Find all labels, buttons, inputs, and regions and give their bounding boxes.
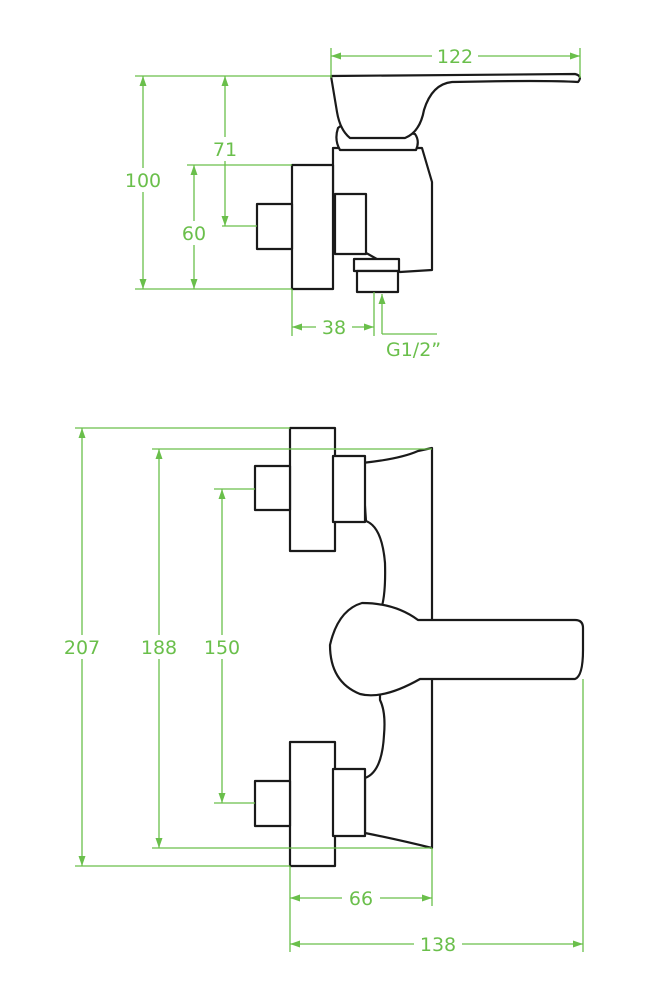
dim-text-outer-height: 207 (64, 637, 100, 659)
front-bottom-flange (288, 740, 337, 868)
side-view-faucet (255, 72, 582, 294)
side-flange (290, 163, 335, 291)
front-view: 207 188 150 66 138 (58, 426, 585, 956)
side-lever (329, 72, 582, 140)
side-outlet-thread (352, 257, 401, 273)
front-bottom-nut (253, 779, 292, 828)
front-top-connector (331, 454, 367, 524)
dim-text-lever-reach: 138 (420, 934, 456, 956)
front-top-flange (288, 426, 337, 553)
dim-text-overall-height: 100 (125, 170, 161, 192)
dim-text-body-height: 188 (141, 637, 177, 659)
front-view-faucet (253, 426, 585, 868)
side-view-dimensions: 122 100 71 60 38 (120, 45, 581, 361)
dim-text-inlet-spacing: 150 (204, 637, 240, 659)
side-connector (333, 192, 368, 256)
front-top-nut (253, 464, 292, 512)
side-view: 122 100 71 60 38 (120, 45, 582, 361)
dim-text-flange-height: 60 (182, 223, 206, 245)
dim-text-overall-width: 122 (437, 46, 473, 68)
dim-text-inlet-depth: 38 (322, 317, 346, 339)
front-bottom-connector (331, 767, 367, 838)
dim-text-body-depth: 66 (349, 888, 373, 910)
side-outlet-tip (355, 269, 400, 294)
side-inlet-nut (255, 202, 294, 251)
dim-text-lever-to-inlet: 71 (213, 139, 237, 161)
dim-text-thread: G1/2” (386, 339, 441, 361)
front-lever (328, 601, 585, 697)
front-view-dimensions: 207 188 150 66 138 (58, 427, 584, 956)
